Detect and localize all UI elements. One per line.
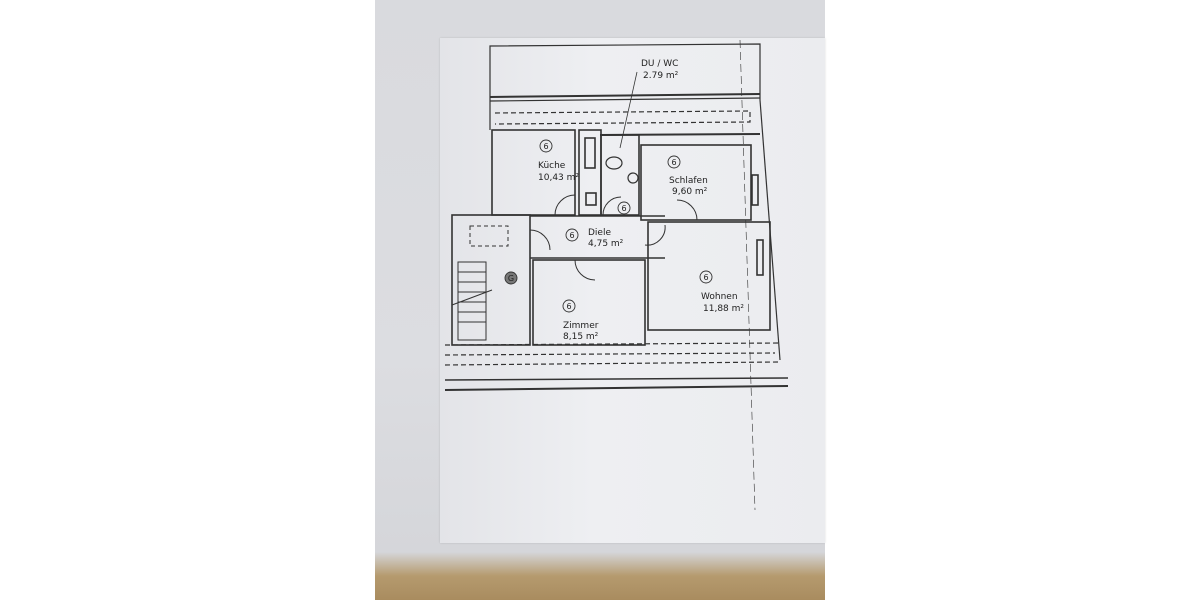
du-wc-pointer xyxy=(619,71,638,149)
room-area-diele: 4,75 m² xyxy=(588,239,624,249)
marker-zimmer-text: 6 xyxy=(566,302,571,311)
marker-kueche-text: 6 xyxy=(543,142,548,151)
marker-zimmer xyxy=(562,299,576,313)
marker-schlafen-text: 6 xyxy=(671,158,676,167)
marker-du-wc-text: 6 xyxy=(621,204,626,213)
room-area-zimmer: 8,15 m² xyxy=(563,332,599,342)
room-name-wohnen: Wohnen xyxy=(701,292,738,302)
marker-stair xyxy=(504,271,518,285)
marker-diele-text: 6 xyxy=(569,231,574,240)
marker-wohnen xyxy=(699,270,713,284)
room-name-du-wc: DU / WC xyxy=(641,59,678,69)
door-swings xyxy=(529,194,698,281)
room-area-schlafen: 9,60 m² xyxy=(672,187,708,197)
staircase xyxy=(451,225,509,341)
printed-sheet xyxy=(440,38,825,543)
marker-schlafen xyxy=(667,155,681,169)
room-name-zimmer: Zimmer xyxy=(563,321,599,331)
washbasin-icon xyxy=(627,172,639,184)
room-area-wohnen: 11,88 m² xyxy=(703,304,744,314)
roof-outline xyxy=(444,39,789,511)
room-area-kueche: 10,43 m² xyxy=(538,173,579,183)
room-area-du-wc: 2.79 m² xyxy=(643,71,679,81)
toilet-icon xyxy=(605,156,623,170)
marker-diele xyxy=(565,228,579,242)
room-name-diele: Diele xyxy=(588,228,611,238)
room-name-kueche: Küche xyxy=(538,161,566,171)
room-name-schlafen: Schlafen xyxy=(669,176,708,186)
marker-stair-text: G xyxy=(508,274,514,283)
walls xyxy=(451,129,771,346)
marker-wohnen-text: 6 xyxy=(703,273,708,282)
marker-kueche xyxy=(539,139,553,153)
room-markers xyxy=(504,139,713,313)
marker-du-wc xyxy=(617,201,631,215)
